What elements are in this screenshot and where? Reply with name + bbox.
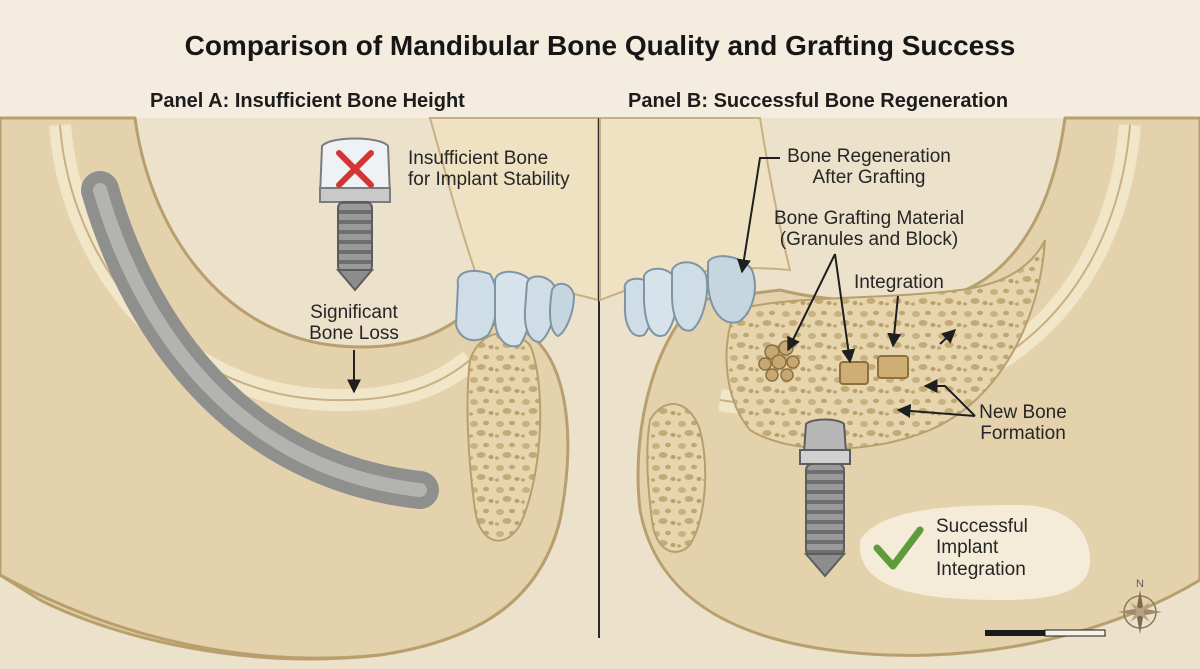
compass-icon: [1118, 590, 1162, 634]
graft-granules: [758, 340, 800, 382]
label-newbone-line2: Formation: [980, 423, 1066, 445]
label-integration: Integration: [854, 272, 944, 293]
label-material-line1: Bone Grafting Material: [773, 208, 965, 229]
label-loss-line1: Significant: [310, 302, 398, 323]
panel-a-implant: [318, 137, 392, 292]
panel-b-title: Panel B: Successful Bone Regeneration: [628, 90, 1009, 112]
label-successful-integration: Successful Implant Integration: [936, 516, 1028, 580]
label-success-line1: Successful: [936, 516, 1028, 537]
label-regen-line2: After Grafting: [812, 167, 926, 189]
label-loss-line2: Bone Loss: [309, 323, 399, 345]
label-success-line3: Integration: [936, 558, 1026, 580]
label-bone-loss: Significant Bone Loss: [296, 302, 412, 345]
cross-icon: [336, 150, 374, 188]
label-bone-regeneration: Bone Regeneration After Grafting: [784, 146, 954, 189]
graft-block-1: [839, 361, 869, 385]
label-success-line2: Implant: [936, 537, 999, 559]
panel-b-teeth: [623, 255, 756, 337]
panel-a-mandible: [0, 116, 599, 661]
label-material-line2: (Granules and Block): [779, 229, 959, 251]
label-insufficient-line2: for Implant Stability: [408, 169, 570, 191]
label-grafting-material: Bone Grafting Material (Granules and Blo…: [766, 208, 972, 251]
scale-bar: [985, 629, 1106, 637]
page-title: Comparison of Mandibular Bone Quality an…: [184, 30, 1016, 61]
panel-b-implant: [799, 418, 851, 578]
label-insufficient-bone: Insufficient Bone for Implant Stability: [408, 148, 570, 191]
label-regen-line1: Bone Regeneration: [787, 146, 951, 167]
label-new-bone: New Bone Formation: [975, 402, 1071, 445]
panel-a-teeth: [454, 269, 576, 348]
check-icon: [873, 526, 924, 570]
graft-block-2: [877, 355, 909, 379]
label-insufficient-line1: Insufficient Bone: [408, 148, 549, 169]
compass-north-label: N: [1136, 578, 1144, 590]
label-newbone-line1: New Bone: [979, 402, 1067, 423]
panel-a-title: Panel A: Insufficient Bone Height: [150, 90, 465, 112]
panel-b-arrows: [737, 157, 976, 418]
